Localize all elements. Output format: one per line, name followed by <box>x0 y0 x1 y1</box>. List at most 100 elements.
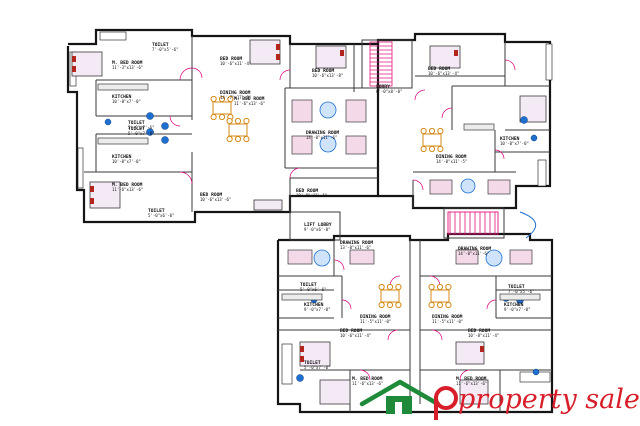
room-size: 10'-6"x11'-4" <box>220 61 251 66</box>
room-size: 5'-0"x6'-6" <box>300 287 327 292</box>
room-size: 9'-0"x6'-0" <box>304 227 331 232</box>
room-size: 11'-6"x13'-6" <box>234 101 265 106</box>
room-size: 10'-6"x13'-6" <box>200 197 231 202</box>
room-name: KITCHEN <box>500 136 520 142</box>
room-size: 5'-0"x7'-0" <box>128 131 155 136</box>
dining-set <box>420 127 444 153</box>
room-size: 14'-0"x11'-6" <box>458 251 489 256</box>
dining-set <box>378 283 402 309</box>
room-name: M. BED ROOM <box>112 182 143 188</box>
room-name: DINING ROOM <box>436 154 467 160</box>
room-size: 10'-0"x7'-0" <box>112 99 141 104</box>
room-size: 5'-0"x7'-6" <box>128 125 155 130</box>
room-name: BED ROOM <box>468 328 490 334</box>
room-labels: M. BED ROOM11'-3"x13'-6"TOILET7'-0"x5'-6… <box>112 42 535 386</box>
room-name: LIFT LOBBY <box>304 222 332 228</box>
staircase-bottom <box>447 211 499 235</box>
room-name: TOILET <box>128 126 145 132</box>
stair-top-treads <box>370 45 392 83</box>
logo-p-bowl-icon <box>434 386 458 410</box>
beds <box>71 39 547 405</box>
room-size: 10'-8"x11'-6" <box>296 193 327 198</box>
room-size: 11'-5"x11'-0" <box>360 319 391 324</box>
room-size: 5'-0"x6'-0" <box>148 213 175 218</box>
inner-walls <box>84 36 552 412</box>
room-size: 10'-6"x13'-4" <box>428 71 459 76</box>
room-name: KITCHEN <box>112 94 132 100</box>
sofas <box>287 99 533 265</box>
room-name: BED ROOM <box>220 56 242 62</box>
room-name: BED ROOM <box>200 192 222 198</box>
room-size: 11'-6"x13'-6" <box>112 187 143 192</box>
room-size: 5'-0"x7'-0" <box>304 365 331 370</box>
room-size: 10'-8"x11'-4" <box>468 333 499 338</box>
room-size: 10'-6"x11'-4" <box>340 333 371 338</box>
room-name: DINING ROOM <box>220 90 251 96</box>
round-rugs <box>313 101 503 267</box>
room-name: TOILET <box>300 282 317 288</box>
lift-curved-wall <box>519 211 536 239</box>
room-name: TOILET <box>304 360 321 366</box>
room-name: DRAWING ROOM <box>458 246 491 252</box>
room-name: M. BED ROOM <box>234 96 265 102</box>
dining-set <box>226 117 250 143</box>
room-size: 10'-0"x7'-0" <box>112 159 141 164</box>
room-size: 6'-0"x8'-0" <box>376 89 403 94</box>
room-size: 7'-0"x5'-6" <box>152 47 179 52</box>
kitchen-counters <box>97 83 541 301</box>
room-size: 11'-6"x13'-6" <box>456 381 487 386</box>
room-name: BED ROOM <box>296 188 318 194</box>
room-name: KITCHEN <box>112 154 132 160</box>
room-name: BED ROOM <box>312 68 334 74</box>
dining-set <box>210 95 234 121</box>
room-name: M. BED ROOM <box>112 60 143 66</box>
room-name: TOILET <box>148 208 165 214</box>
room-size: 10'-6"x13'-8" <box>312 73 343 78</box>
room-name: DINING ROOM <box>432 314 463 320</box>
room-size: 7'-0"x5'-6" <box>508 289 535 294</box>
room-name: BED ROOM <box>340 328 362 334</box>
room-name: DRAWING ROOM <box>306 130 339 136</box>
property-sale-logo: property sale <box>359 379 640 420</box>
room-size: 11'-5"x11'-0" <box>432 319 463 324</box>
room-size: 14'-0"x11'-6" <box>306 135 337 140</box>
room-size: 9'-0"x7'-0" <box>304 307 331 312</box>
room-name: LOBBY <box>376 84 390 90</box>
room-name: TOILET <box>128 120 145 126</box>
room-name: KITCHEN <box>504 302 524 308</box>
room-size: 11'-6"x13'-6" <box>352 381 383 386</box>
